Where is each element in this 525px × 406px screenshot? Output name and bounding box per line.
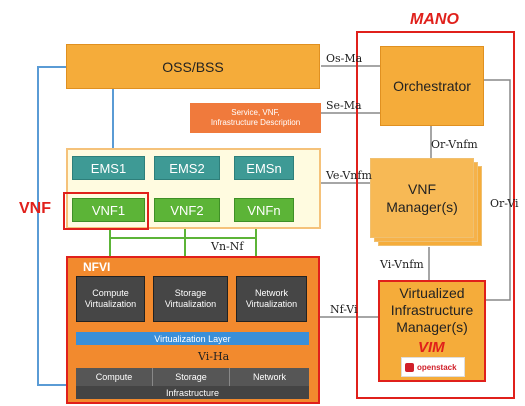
openstack-logo-icon <box>405 362 414 372</box>
se-ma-label: Se-Ma <box>326 99 362 112</box>
compute-virtualization: Compute Virtualization <box>76 276 145 322</box>
mano-frame <box>356 31 515 399</box>
emsn-box: EMSn <box>234 156 294 180</box>
nf-vi-label: Nf-Vi <box>330 303 358 316</box>
vn-nf-label: Vn-Nf <box>211 240 244 253</box>
vim-tag: VIM <box>418 339 445 356</box>
hw-network: Network <box>230 368 309 386</box>
or-vnfm-label: Or-Vnfm <box>431 138 478 151</box>
vnf1-highlight <box>63 192 149 230</box>
vi-vnfm-label: Vi-Vnfm <box>380 258 424 271</box>
hw-storage: Storage <box>153 368 230 386</box>
mano-title: MANO <box>410 11 459 28</box>
infrastructure-label: Infrastructure <box>76 386 309 399</box>
network-virtualization: Network Virtualization <box>236 276 307 322</box>
openstack-logo-text: openstack <box>417 362 457 372</box>
ve-vnfm-label: Ve-Vnfm <box>326 169 372 182</box>
vnf-manager-box: VNF Manager(s) <box>370 158 474 238</box>
openstack-logo: openstack <box>401 357 465 377</box>
ems1-box: EMS1 <box>72 156 145 180</box>
vnf2-box: VNF2 <box>154 198 220 222</box>
vnf1-box: VNF1 <box>72 198 145 222</box>
orchestrator-box: Orchestrator <box>380 46 484 126</box>
vi-ha-label: Vi-Ha <box>198 350 230 363</box>
description-box: Service, VNF, Infrastructure Description <box>190 103 321 133</box>
oss-bss-box: OSS/BSS <box>66 44 320 89</box>
os-ma-label: Os-Ma <box>326 52 363 65</box>
storage-virtualization: Storage Virtualization <box>153 276 228 322</box>
vim-label: Virtualized Infrastructure Manager(s) <box>390 284 474 335</box>
vnfn-box: VNFn <box>234 198 294 222</box>
hw-compute: Compute <box>76 368 153 386</box>
or-vi-label: Or-Vi <box>490 197 519 210</box>
virtualization-layer: Virtualization Layer <box>76 332 309 345</box>
ems2-box: EMS2 <box>154 156 220 180</box>
nfvi-title: NFVI <box>83 260 111 274</box>
vnf-side-label: VNF <box>19 200 51 217</box>
